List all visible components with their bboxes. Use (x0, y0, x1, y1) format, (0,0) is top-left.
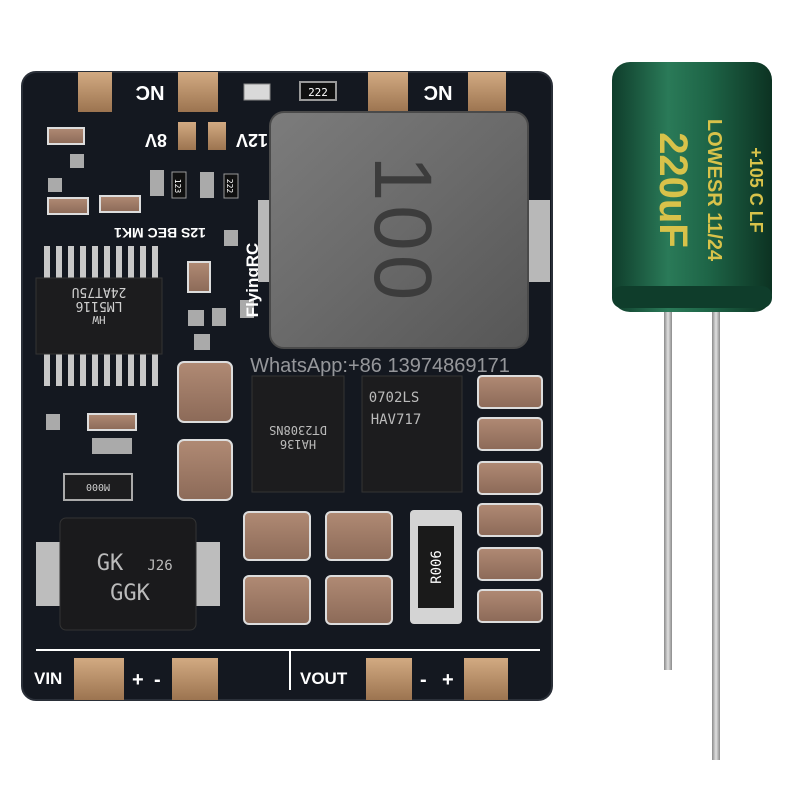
cap-series: LOWESR 11/24 (703, 119, 725, 262)
ic-line3: HW (92, 313, 106, 326)
bottom-pads (74, 658, 508, 700)
shunt-resistor: R006 (410, 510, 462, 624)
ic-controller: 24AT75U LM5116 HW (35, 246, 163, 386)
ic-line1: 24AT75U (72, 284, 127, 299)
jumper-12v-label: 12V (236, 130, 268, 150)
diode-line1: GK (97, 551, 124, 576)
vout-label: VOUT (300, 669, 348, 688)
small-diode-code: M000 (86, 481, 110, 492)
vendor-label: FlyingRC (243, 243, 262, 318)
jumper-8v-label: 8V (145, 130, 167, 150)
mosfet-left-line2: HA136 (280, 437, 316, 451)
cap-value: 220uF (651, 132, 695, 248)
mosfet-right: 0702LS HAV717 (361, 375, 463, 493)
protection-diode: GK J26 GGK (36, 517, 220, 631)
pcb-board: NC NC 222 8V 12V 123 222 12S BEC MK1 (21, 71, 553, 701)
electrolytic-capacitor: 220uF LOWESR 11/24 +105 C LF (612, 62, 772, 760)
resistor-222-code: 222 (225, 179, 234, 194)
ic-line2: LM5116 (76, 298, 123, 313)
shunt-code: R006 (429, 550, 445, 584)
vout-plus-label: + (442, 669, 454, 691)
inductor-code: 100 (357, 156, 448, 305)
resistor-123-code: 123 (173, 179, 182, 194)
mosfet-right-line1: 0702LS (369, 390, 420, 406)
diode-line2: J26 (147, 558, 172, 574)
led (243, 83, 271, 101)
nc-right-label: NC (424, 81, 453, 103)
resistor-top-code: 222 (308, 86, 328, 99)
mosfet-right-line2: HAV717 (371, 412, 422, 428)
vout-minus-label: - (420, 669, 427, 691)
power-inductor: 100 (258, 111, 550, 349)
diode-line3: GGK (110, 581, 150, 606)
top-pads (78, 72, 506, 112)
bec-label: 12S BEC MK1 (114, 225, 206, 241)
vin-minus-label: - (154, 669, 161, 691)
vin-plus-label: + (132, 669, 144, 691)
vin-label: VIN (34, 669, 62, 688)
mosfet-left-line1: DT2308NS (269, 423, 327, 437)
cap-top-text: +105 C LF (746, 147, 766, 233)
watermark: WhatsApp:+86 13974869171 (250, 355, 510, 377)
nc-left-label: NC (136, 81, 165, 103)
output-capacitors (477, 375, 543, 623)
mosfet-left: DT2308NS HA136 (251, 375, 345, 493)
